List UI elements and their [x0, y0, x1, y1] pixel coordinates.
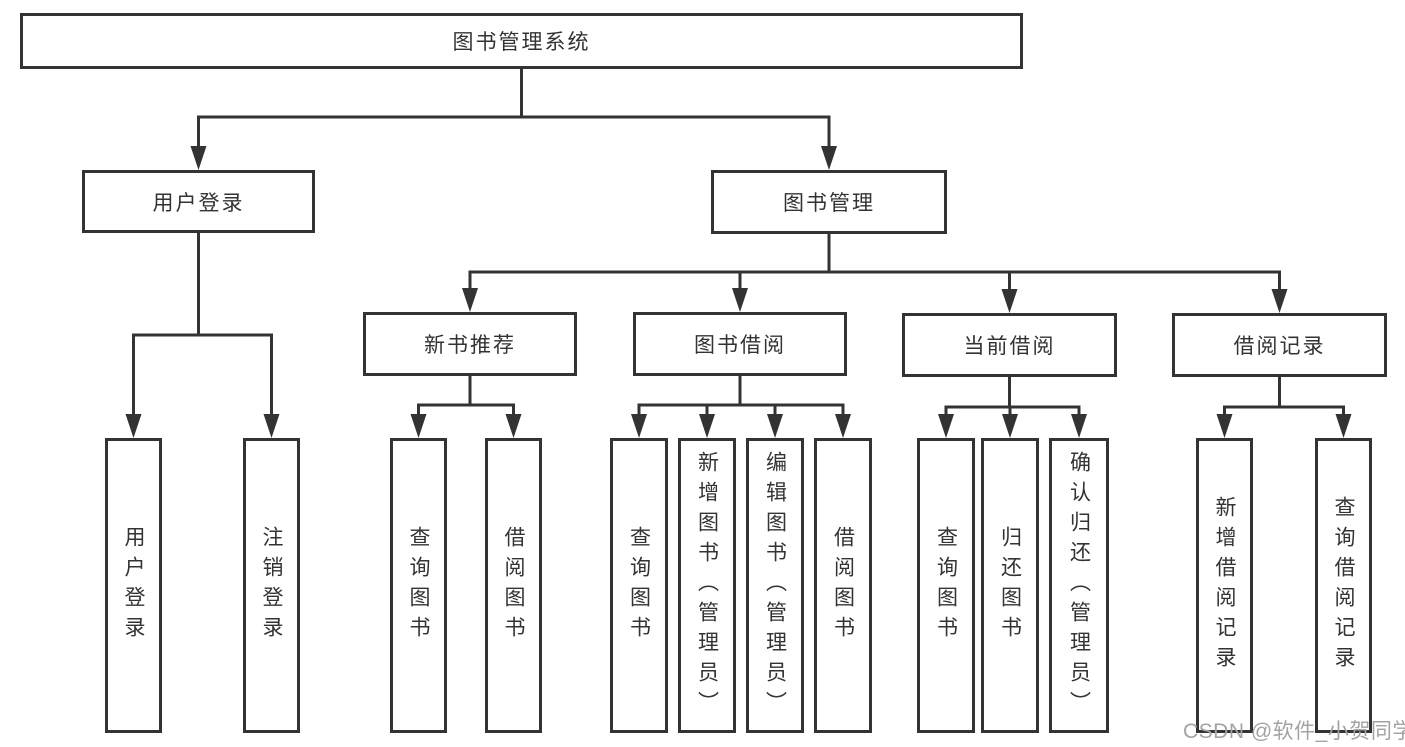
leaf-add-books-admin: 新增图书（管理员）	[678, 438, 736, 733]
leaf-label: 新增借阅记录	[1213, 495, 1236, 676]
node-user-login: 用户登录	[82, 170, 315, 233]
node-label: 当前借阅	[963, 335, 1056, 358]
leaf-query-books-current: 查询图书	[917, 438, 975, 733]
leaf-label: 查询图书	[934, 525, 958, 646]
leaf-label: 确认归还（管理员）	[1067, 450, 1091, 721]
leaf-label: 借阅图书	[831, 525, 855, 646]
leaf-query-books-borrow: 查询图书	[610, 438, 668, 733]
leaf-user-login: 用户登录	[105, 438, 162, 733]
leaf-label: 查询图书	[627, 525, 651, 646]
leaf-label: 编辑图书（管理员）	[763, 450, 787, 721]
leaf-label: 查询图书	[407, 525, 430, 646]
leaf-label: 用户登录	[122, 525, 145, 646]
leaf-return-books: 归还图书	[981, 438, 1039, 733]
leaf-label: 查询借阅记录	[1332, 495, 1355, 676]
node-label: 借阅记录	[1233, 335, 1326, 358]
leaf-query-books-newbooks: 查询图书	[390, 438, 447, 733]
node-current-borrowing: 当前借阅	[902, 313, 1117, 377]
node-label: 图书借阅	[694, 334, 786, 357]
csdn-watermark: CSDN @软件_小贺同学	[1183, 720, 1405, 743]
leaf-confirm-return-admin: 确认归还（管理员）	[1049, 438, 1109, 733]
node-label: 图书管理系统	[452, 31, 591, 54]
node-book-management: 图书管理	[711, 170, 947, 234]
leaf-edit-books-admin: 编辑图书（管理员）	[746, 438, 804, 733]
leaf-logout: 注销登录	[243, 438, 300, 733]
node-root-system: 图书管理系统	[20, 13, 1023, 69]
leaf-add-borrow-record: 新增借阅记录	[1196, 438, 1253, 733]
leaf-label: 归还图书	[998, 525, 1022, 646]
leaf-borrow-books-newbooks: 借阅图书	[485, 438, 542, 733]
node-borrowing-records: 借阅记录	[1172, 313, 1387, 377]
leaf-label: 注销登录	[260, 525, 283, 646]
leaf-borrow-books: 借阅图书	[814, 438, 872, 733]
node-label: 图书管理	[783, 192, 875, 215]
node-book-borrowing: 图书借阅	[633, 312, 847, 376]
node-label: 新书推荐	[424, 334, 516, 357]
leaf-label: 新增图书（管理员）	[695, 450, 719, 721]
node-label: 用户登录	[152, 191, 245, 215]
leaf-label: 借阅图书	[502, 525, 525, 646]
node-new-book-recommendation: 新书推荐	[363, 312, 577, 376]
leaf-query-borrow-record: 查询借阅记录	[1315, 438, 1372, 733]
